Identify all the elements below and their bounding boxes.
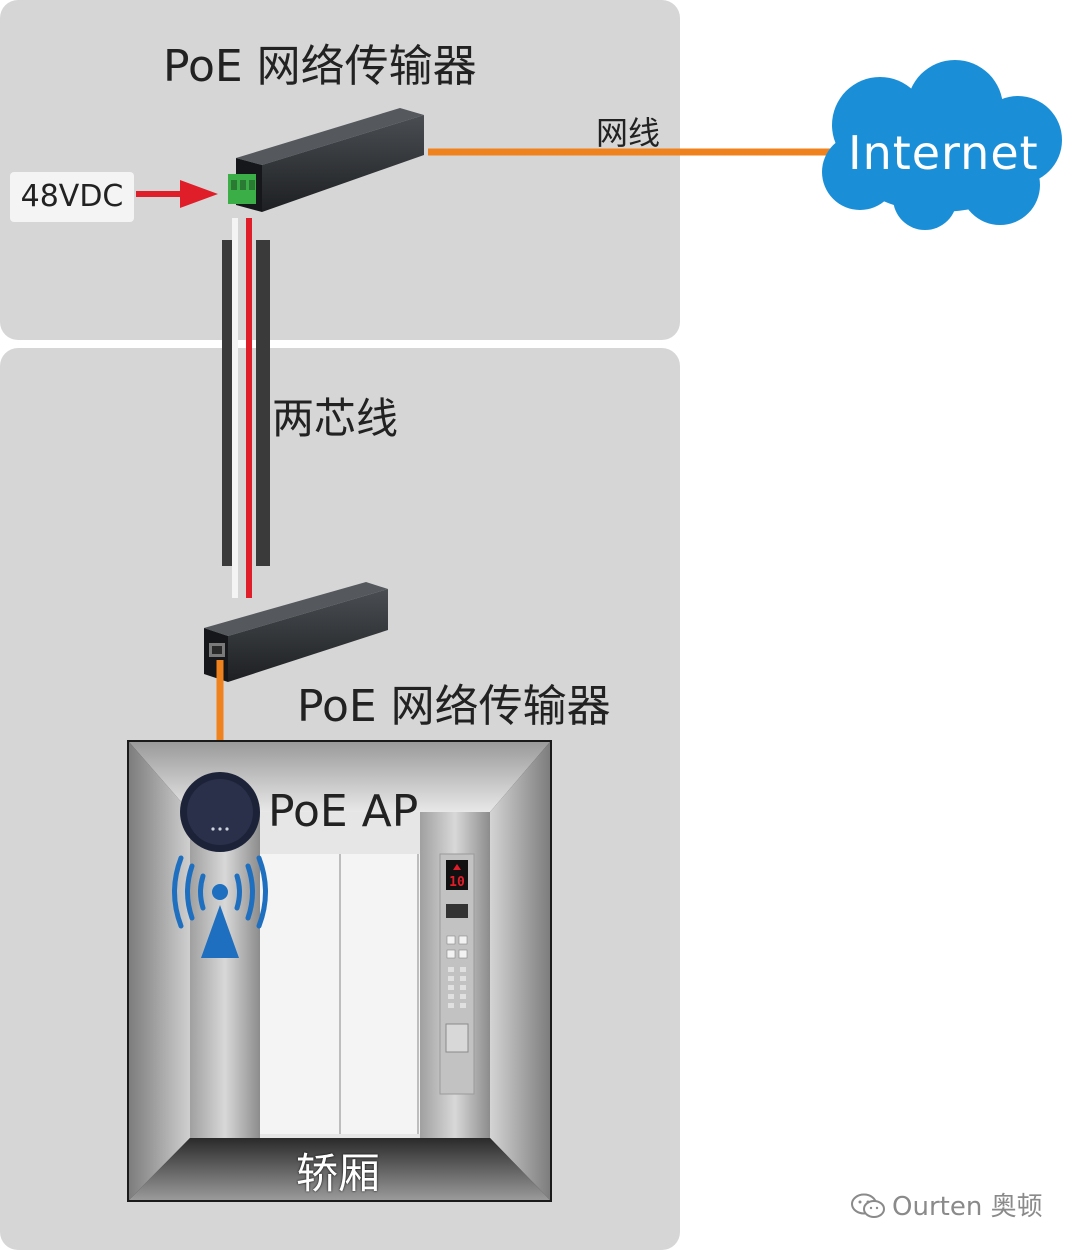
bottom-transmitter-label: PoE 网络传输器 <box>297 681 611 732</box>
wechat-icon <box>851 1193 885 1218</box>
wifi-dot-icon <box>212 884 228 900</box>
watermark: Ourten 奥顿 <box>850 1186 1043 1223</box>
cloud-icon <box>822 60 1062 230</box>
floor-display: 10 <box>449 875 465 890</box>
elevator-car-label: 轿厢 <box>296 1149 381 1198</box>
poe-transmitter-bottom-icon <box>204 582 388 682</box>
poe-ap-label: PoE AP <box>268 786 419 837</box>
two-core-cable <box>222 218 270 598</box>
poe-transmitter-top-icon <box>228 108 424 212</box>
elevator-car <box>127 740 552 1202</box>
network-cable-label: 网线 <box>596 114 661 152</box>
watermark-text: Ourten 奥顿 <box>892 1192 1043 1222</box>
two-core-cable-label: 两芯线 <box>272 394 399 443</box>
antenna-mast-icon <box>201 905 239 958</box>
internet-label: Internet <box>848 126 1039 180</box>
power-input-label: 48VDC <box>10 172 134 222</box>
power-arrow-icon <box>136 180 218 208</box>
elevator-control-panel <box>439 853 475 1095</box>
up-arrow-icon <box>453 864 461 870</box>
wifi-signal-icon <box>172 855 268 929</box>
top-transmitter-label: PoE 网络传输器 <box>163 41 477 92</box>
access-point-icon <box>180 772 260 852</box>
